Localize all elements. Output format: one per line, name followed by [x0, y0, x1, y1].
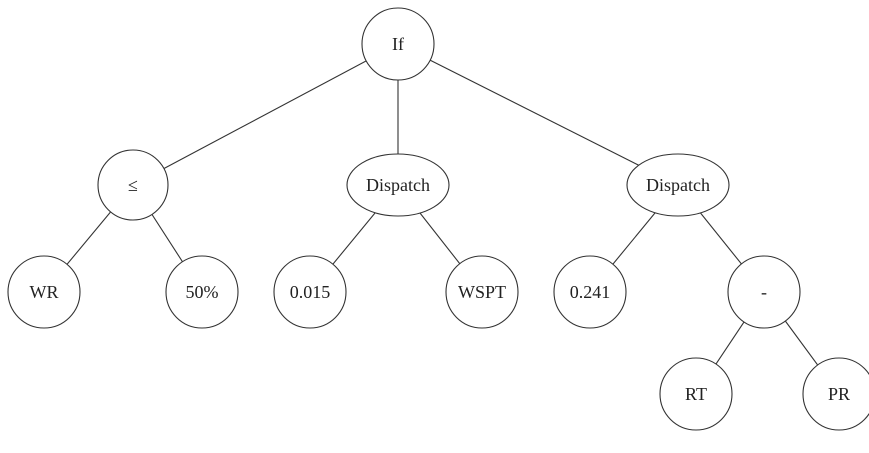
node-pr: PR	[802, 357, 869, 431]
node-leq: ≤	[97, 149, 169, 221]
node-wspt-shape	[445, 255, 519, 329]
node-leq-shape	[97, 149, 169, 221]
node-c0015-label: 0.015	[290, 282, 331, 302]
node-rt-shape	[659, 357, 733, 431]
node-c0241-label: 0.241	[570, 282, 611, 302]
node-wspt-label: WSPT	[458, 282, 506, 302]
edge-if-leq	[132, 43, 399, 186]
node-if-shape	[361, 7, 435, 81]
node-wr: WR	[7, 255, 81, 329]
node-dispatch2-shape	[626, 153, 730, 217]
node-c0241: 0.241	[553, 255, 627, 329]
node-leq-label: ≤	[128, 175, 138, 195]
node-rt-label: RT	[685, 384, 707, 404]
node-wr-label: WR	[30, 282, 59, 302]
node-c0241-shape	[553, 255, 627, 329]
node-dispatch1: Dispatch	[346, 153, 450, 217]
node-if: If	[361, 7, 435, 81]
node-dispatch2-label: Dispatch	[646, 175, 710, 195]
node-dispatch2: Dispatch	[626, 153, 730, 217]
node-wr-shape	[7, 255, 81, 329]
node-wspt: WSPT	[445, 255, 519, 329]
edge-if-dispatch2	[397, 43, 679, 186]
node-if-label: If	[392, 34, 404, 54]
node-rt: RT	[659, 357, 733, 431]
node-pct50-shape	[165, 255, 239, 329]
node-minus-label: -	[761, 282, 767, 302]
node-pct50: 50%	[165, 255, 239, 329]
node-pr-label: PR	[828, 384, 850, 404]
node-dispatch1-shape	[346, 153, 450, 217]
node-pr-shape	[802, 357, 869, 431]
node-pct50-label: 50%	[186, 282, 219, 302]
node-minus-shape	[727, 255, 801, 329]
node-minus: -	[727, 255, 801, 329]
node-c0015: 0.015	[273, 255, 347, 329]
node-c0015-shape	[273, 255, 347, 329]
tree-edges	[43, 43, 840, 395]
node-dispatch1-label: Dispatch	[366, 175, 430, 195]
